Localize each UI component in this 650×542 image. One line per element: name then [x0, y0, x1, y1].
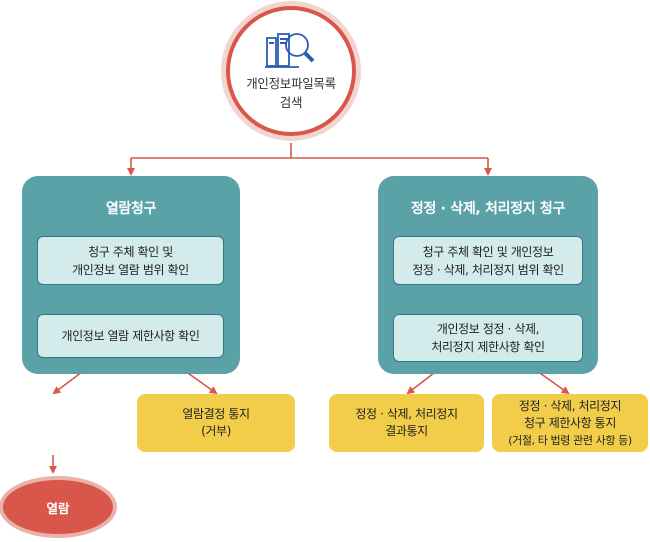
view-step1-box: 청구 주체 확인 및 개인정보 열람 범위 확인	[37, 236, 224, 285]
correction-step1-box: 청구 주체 확인 및 개인정보 정정 · 삭제, 처리정지 범위 확인	[393, 236, 583, 285]
correction-request-panel: 정정 · 삭제, 처리정지 청구 청구 주체 확인 및 개인정보 정정 · 삭제…	[378, 176, 598, 374]
view-result-ellipse: 열람	[3, 480, 113, 534]
view-result-label: 열람	[46, 500, 70, 516]
correction-request-title: 정정 · 삭제, 처리정지 청구	[410, 201, 566, 217]
view-decision-notice-box: 열람결정 통지 (거부)	[137, 394, 295, 452]
start-search-circle: 개인정보파일목록 검색	[226, 6, 356, 136]
search-document-icon	[265, 33, 315, 68]
correction-restriction-notice-box: 정정 · 삭제, 처리정지 청구 제한사항 통지 (거절, 타 법령 관련 사항…	[492, 394, 648, 452]
correction-step2-box: 개인정보 정정 · 삭제, 처리정지 제한사항 확인	[393, 314, 583, 362]
view-step2-box: 개인정보 열람 제한사항 확인	[37, 314, 224, 358]
view-request-title: 열람청구	[105, 201, 157, 217]
correction-result-notice-box: 정정 · 삭제, 처리정지 결과통지	[329, 394, 484, 452]
start-title: 개인정보파일목록 검색	[246, 76, 336, 110]
view-request-panel: 열람청구 청구 주체 확인 및 개인정보 열람 범위 확인 개인정보 열람 제한…	[22, 176, 240, 374]
